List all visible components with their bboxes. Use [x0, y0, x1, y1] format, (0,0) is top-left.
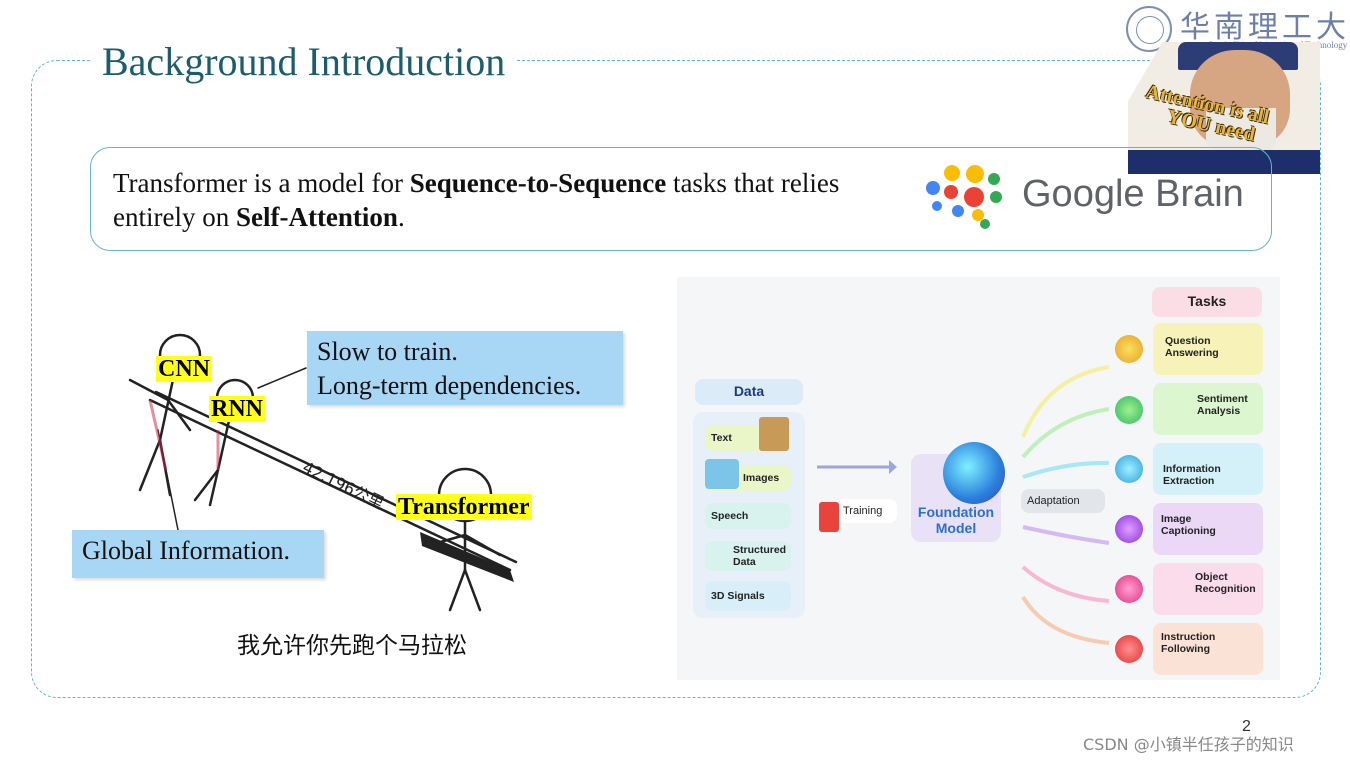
foundation-model-label: Foundation Model: [917, 504, 995, 536]
data-item-structured: Structured Data: [705, 541, 791, 571]
book-icon: [759, 417, 789, 451]
task-sphere-4: [1115, 515, 1143, 543]
foundation-model-figure: Data Text Images Speech Structured Data …: [677, 277, 1280, 680]
label-transformer: Transformer: [396, 494, 532, 520]
google-brain-wordmark: Google Brain: [1022, 173, 1244, 215]
google-brain-logo: Google Brain: [922, 165, 1262, 235]
adaptation-arrows: [1021, 365, 1110, 645]
task-sphere-1: [1115, 335, 1143, 363]
university-seal-icon: [1126, 6, 1172, 52]
global-information-box: Global Information.: [72, 530, 324, 578]
marathon-cartoon: CNN RNN Transformer 42.196公里 Slow to tra…: [70, 320, 630, 680]
paint-cup-icon: [819, 502, 839, 532]
university-name-cn: 华南理工大学: [1180, 10, 1350, 89]
bold-seq2seq: Sequence-to-Sequence: [409, 168, 667, 198]
definition-callout: Transformer is a model for Sequence-to-S…: [90, 147, 1272, 251]
label-cnn: CNN: [156, 356, 212, 382]
cartoon-caption: 我允许你先跑个马拉松: [237, 633, 467, 659]
adaptation-label: Adaptation: [1021, 489, 1105, 513]
image-icon: [705, 459, 739, 489]
model-sphere-icon: [943, 442, 1005, 504]
definition-text: Transformer is a model for Sequence-to-S…: [113, 168, 840, 232]
slow-train-box: Slow to train. Long-term dependencies.: [307, 331, 623, 405]
csdn-watermark: CSDN @小镇半任孩子的知识: [1083, 735, 1294, 754]
task-sphere-6: [1115, 635, 1143, 663]
task-sphere-3: [1115, 455, 1143, 483]
task-sphere-5: [1115, 575, 1143, 603]
data-item-speech: Speech: [705, 503, 791, 529]
bold-self-attention: Self-Attention: [235, 202, 398, 232]
page-number: 2: [1242, 718, 1251, 735]
training-label: Training: [837, 499, 897, 523]
data-header: Data: [695, 379, 803, 405]
data-item-3d-signals: 3D Signals: [705, 581, 791, 611]
slide-title: Background Introduction: [90, 38, 518, 86]
training-arrow-icon: [817, 460, 897, 474]
content-frame: [31, 60, 1321, 698]
task-sphere-2: [1115, 396, 1143, 424]
label-rnn: RNN: [209, 396, 265, 422]
tasks-header: Tasks: [1152, 287, 1262, 317]
